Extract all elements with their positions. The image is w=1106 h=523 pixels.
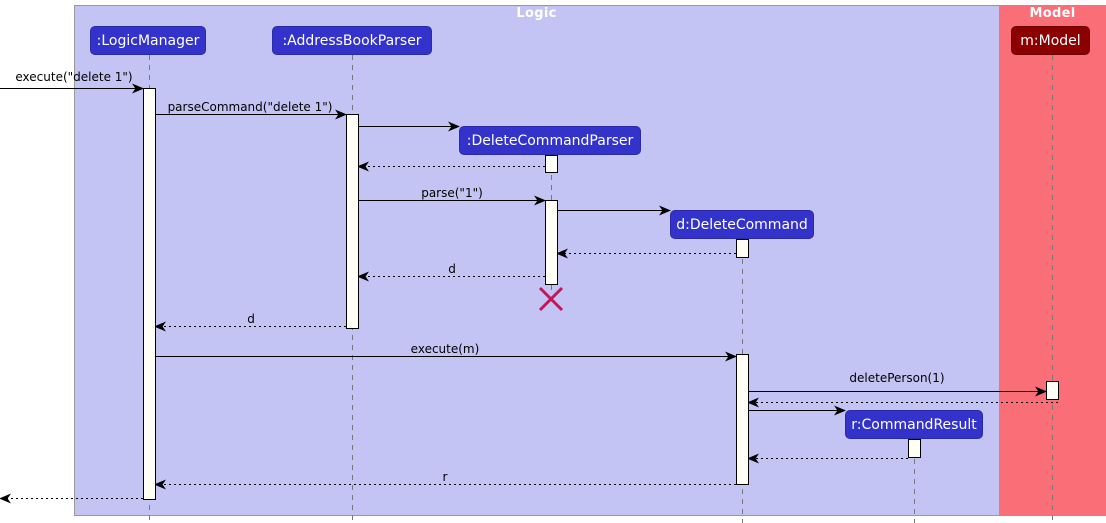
message-label-m10: execute(m)	[410, 342, 480, 356]
destroy-deletecommandparser	[538, 286, 564, 312]
participant-label-addressbookparser: :AddressBookParser	[282, 32, 422, 49]
message-label-m8: d	[448, 262, 456, 276]
act-logicmanager	[143, 88, 156, 500]
activation-bars-layer	[143, 88, 1059, 500]
participant-label-logicmanager: :LogicManager	[96, 32, 200, 49]
message-label-m2: parseCommand("delete 1")	[167, 100, 333, 114]
act-addressbookparser	[346, 114, 359, 329]
act-deletecommandparser-parse	[545, 200, 558, 285]
participant-label-deletecommandparser: :DeleteCommandParser	[466, 132, 634, 149]
participant-label-model: m:Model	[1020, 32, 1081, 49]
act-commandresult	[908, 439, 921, 458]
group-title-logic: Logic	[516, 6, 557, 21]
group-frame-model	[999, 5, 1106, 516]
participant-commandresult[interactable]: r:CommandResult	[845, 410, 983, 439]
participant-model[interactable]: m:Model	[1011, 26, 1090, 55]
message-label-m5: parse("1")	[421, 186, 483, 200]
participant-label-commandresult: r:CommandResult	[851, 416, 977, 433]
group-frames-layer	[74, 5, 1106, 516]
group-frame-logic	[74, 5, 1000, 516]
message-label-m11: deletePerson(1)	[849, 371, 945, 385]
message-label-m9: d	[247, 312, 255, 326]
destroy-markers-layer	[538, 286, 564, 312]
act-deletecommandparser-create	[545, 155, 558, 173]
message-label-m15: r	[442, 470, 448, 484]
act-model	[1046, 381, 1059, 400]
act-deletecommand-execute	[736, 354, 749, 485]
message-label-m1: execute("delete 1")	[15, 70, 133, 84]
participant-deletecommandparser[interactable]: :DeleteCommandParser	[459, 126, 641, 155]
participant-label-deletecommand: d:DeleteCommand	[676, 216, 808, 233]
act-deletecommand-create	[736, 239, 749, 258]
group-title-model: Model	[1029, 6, 1076, 21]
participant-addressbookparser[interactable]: :AddressBookParser	[272, 26, 432, 55]
participant-logicmanager[interactable]: :LogicManager	[90, 26, 206, 55]
messages-layer	[0, 83, 1058, 504]
participant-deletecommand[interactable]: d:DeleteCommand	[670, 210, 814, 239]
